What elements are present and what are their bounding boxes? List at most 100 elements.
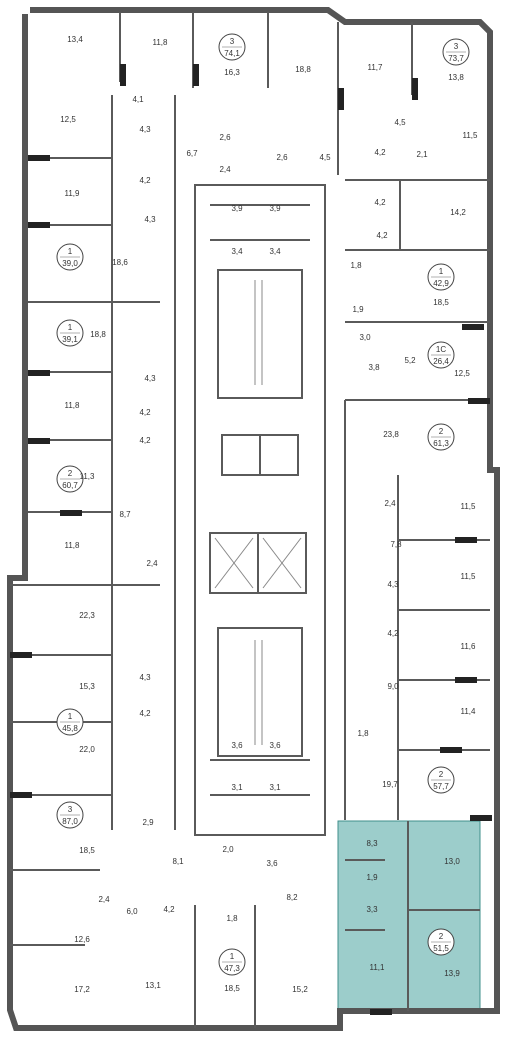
room-area-label: 3,6 — [266, 859, 278, 868]
room-area-label: 11,1 — [370, 963, 386, 972]
apartment-badge-u1b[interactable]: 142,9 — [427, 263, 455, 291]
room-area-label: 12,6 — [74, 935, 90, 944]
room-area-label: 13,1 — [145, 981, 161, 990]
badge-total-area: 39,0 — [62, 259, 78, 268]
room-area-label: 2,6 — [219, 133, 231, 142]
room-area-label: 14,2 — [450, 208, 466, 217]
room-area-label: 4,2 — [139, 176, 151, 185]
room-area-label: 18,6 — [112, 258, 128, 267]
room-area-label: 4,2 — [387, 629, 399, 638]
badge-total-area: 39,1 — [62, 335, 78, 344]
badge-total-area: 45,8 — [62, 724, 78, 733]
room-area-label: 4,2 — [374, 148, 386, 157]
room-area-label: 8,7 — [119, 510, 131, 519]
room-area-label: 11,3 — [80, 472, 96, 481]
badge-total-area: 73,7 — [448, 54, 464, 63]
apartment-badge-u3a[interactable]: 374,1 — [218, 33, 246, 61]
room-area-label: 18,5 — [433, 298, 449, 307]
apartment-badge-u1c[interactable]: 139,1 — [56, 319, 84, 347]
badge-total-area: 57,7 — [433, 782, 449, 791]
apartment-badge-u2b[interactable]: 260,7 — [56, 465, 84, 493]
room-area-label: 15,2 — [292, 985, 308, 994]
apartment-badges[interactable]: 374,1373,7139,0142,9139,11С26,4261,3260,… — [56, 33, 470, 976]
room-area-label: 8,2 — [286, 893, 298, 902]
room-area-label: 11,8 — [153, 38, 169, 47]
badge-room-count: 3 — [230, 37, 235, 46]
room-area-label: 9,0 — [387, 682, 399, 691]
elevator-block — [209, 434, 307, 594]
room-area-label: 1,8 — [226, 914, 238, 923]
badge-room-count: 1 — [68, 247, 73, 256]
room-area-label: 4,2 — [374, 198, 386, 207]
room-area-label: 2,9 — [142, 818, 154, 827]
room-area-label: 2,4 — [219, 165, 231, 174]
room-area-label: 11,5 — [463, 131, 479, 140]
badge-room-count: 1 — [230, 952, 235, 961]
room-area-label: 4,3 — [144, 215, 156, 224]
room-area-label: 18,5 — [79, 846, 95, 855]
room-area-label: 23,8 — [383, 430, 399, 439]
badge-total-area: 51,5 — [433, 944, 449, 953]
room-area-label: 11,8 — [65, 401, 81, 410]
badge-total-area: 74,1 — [224, 49, 240, 58]
room-area-label: 13,4 — [67, 35, 83, 44]
room-area-label: 16,3 — [224, 68, 240, 77]
apartment-badge-u1e[interactable]: 147,3 — [218, 948, 246, 976]
apartment-badge-u2d[interactable]: 251,5 — [427, 928, 455, 956]
room-area-label: 11,6 — [461, 642, 477, 651]
room-area-label: 22,3 — [79, 611, 95, 620]
apartment-badge-u2a[interactable]: 261,3 — [427, 423, 455, 451]
room-area-label: 12,5 — [60, 115, 76, 124]
room-area-label: 8,3 — [366, 839, 378, 848]
room-area-label: 4,2 — [139, 408, 151, 417]
badge-room-count: 2 — [439, 770, 444, 779]
room-area-label: 18,5 — [224, 984, 240, 993]
room-area-label: 19,7 — [382, 780, 398, 789]
windows — [10, 64, 492, 1015]
room-area-label: 11,9 — [65, 189, 81, 198]
room-area-label: 4,2 — [139, 436, 151, 445]
apartment-badge-u1d[interactable]: 145,8 — [56, 708, 84, 736]
room-area-label: 4,3 — [139, 125, 151, 134]
room-area-label: 1,9 — [352, 305, 364, 314]
room-area-label: 4,3 — [144, 374, 156, 383]
corridor — [194, 184, 326, 836]
room-area-label: 3,1 — [231, 783, 243, 792]
room-area-label: 3,4 — [269, 247, 281, 256]
apartment-badge-u1a[interactable]: 139,0 — [56, 243, 84, 271]
room-area-label: 7,8 — [390, 540, 402, 549]
room-area-label: 11,5 — [461, 502, 477, 511]
apartment-badge-u2c[interactable]: 257,7 — [427, 766, 455, 794]
room-area-label: 4,1 — [132, 95, 144, 104]
badge-total-area: 26,4 — [433, 357, 449, 366]
room-area-label: 3,4 — [231, 247, 243, 256]
room-area-label: 6,7 — [186, 149, 198, 158]
room-area-label: 13,8 — [448, 73, 464, 82]
room-area-label: 2,0 — [222, 845, 234, 854]
stair-core-bottom — [217, 627, 303, 757]
room-area-label: 22,0 — [79, 745, 95, 754]
room-area-label: 4,3 — [139, 673, 151, 682]
room-area-label: 2,4 — [98, 895, 110, 904]
room-area-label: 3,9 — [231, 204, 243, 213]
room-area-label: 11,5 — [461, 572, 477, 581]
room-area-label: 4,5 — [394, 118, 406, 127]
room-area-label: 11,4 — [461, 707, 477, 716]
badge-room-count: 3 — [454, 42, 459, 51]
apartment-badge-u3b[interactable]: 373,7 — [442, 38, 470, 66]
room-area-label: 1,8 — [357, 729, 369, 738]
room-area-label: 4,2 — [139, 709, 151, 718]
room-area-label: 5,2 — [404, 356, 416, 365]
room-area-label: 18,8 — [295, 65, 311, 74]
room-area-label: 3,8 — [368, 363, 380, 372]
room-area-label: 2,1 — [416, 150, 428, 159]
room-area-label: 3,6 — [231, 741, 243, 750]
apartment-badge-u3c[interactable]: 387,0 — [56, 801, 84, 829]
room-area-label: 3,3 — [366, 905, 378, 914]
room-area-label: 1,8 — [350, 261, 362, 270]
room-area-label: 11,8 — [65, 541, 81, 550]
room-area-label: 13,9 — [444, 969, 460, 978]
